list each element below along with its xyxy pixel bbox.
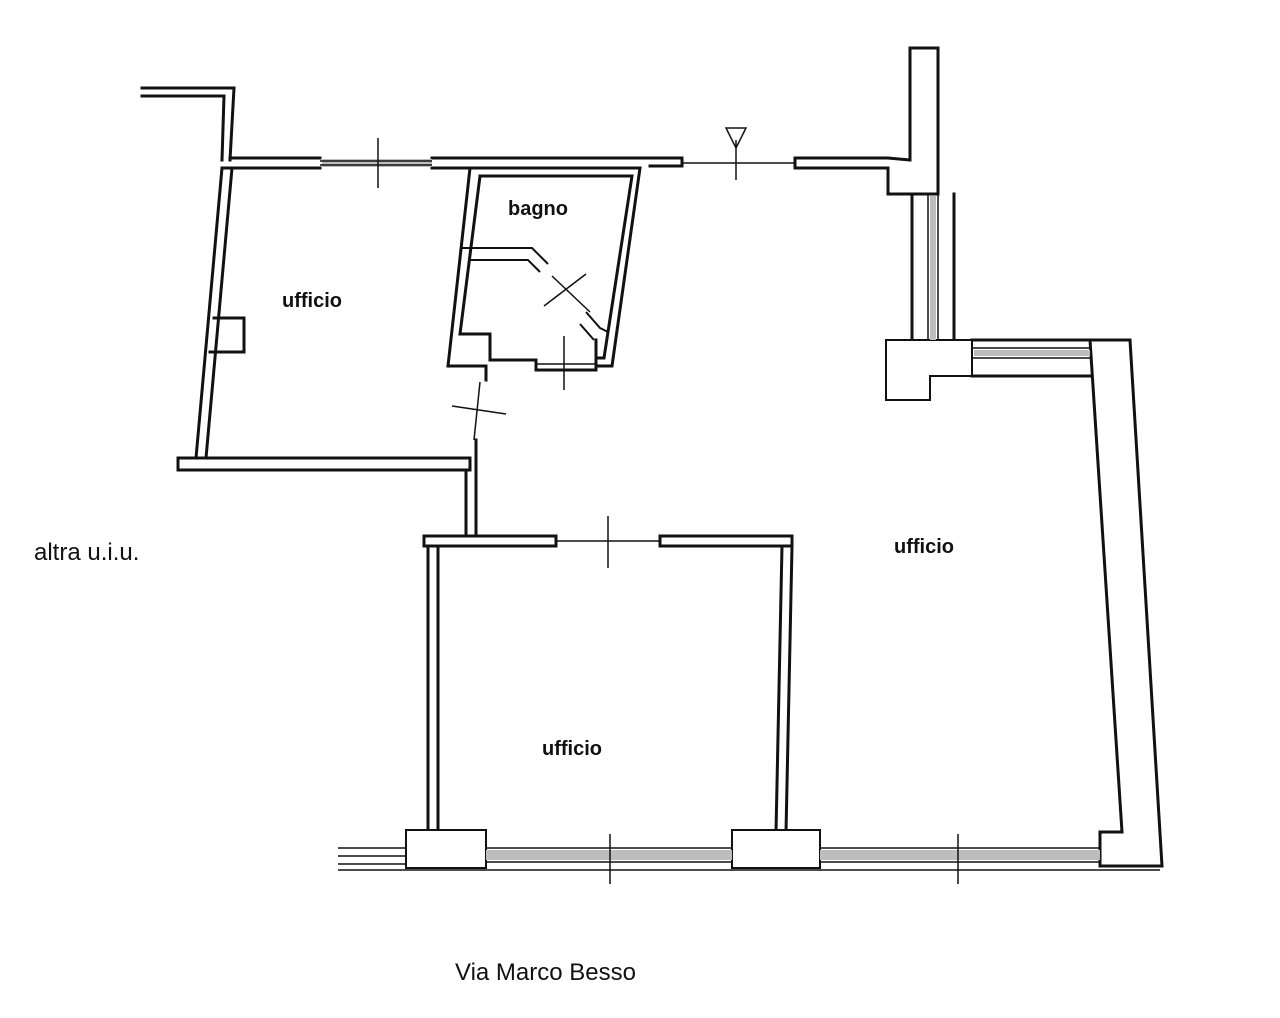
room-label-office-top-left: ufficio [282,290,342,312]
room-label-office-bottom: ufficio [542,738,602,760]
door-markers [377,127,959,884]
street-label: Via Marco Besso [455,959,636,986]
room-label-bathroom: bagno [508,198,568,220]
bathroom-walls [446,166,642,382]
windows [320,159,1160,871]
neighbor-unit-label: altra u.i.u. [34,539,139,566]
room-label-office-right: ufficio [894,536,954,558]
outer-walls [140,46,1164,868]
pillars [405,339,973,869]
